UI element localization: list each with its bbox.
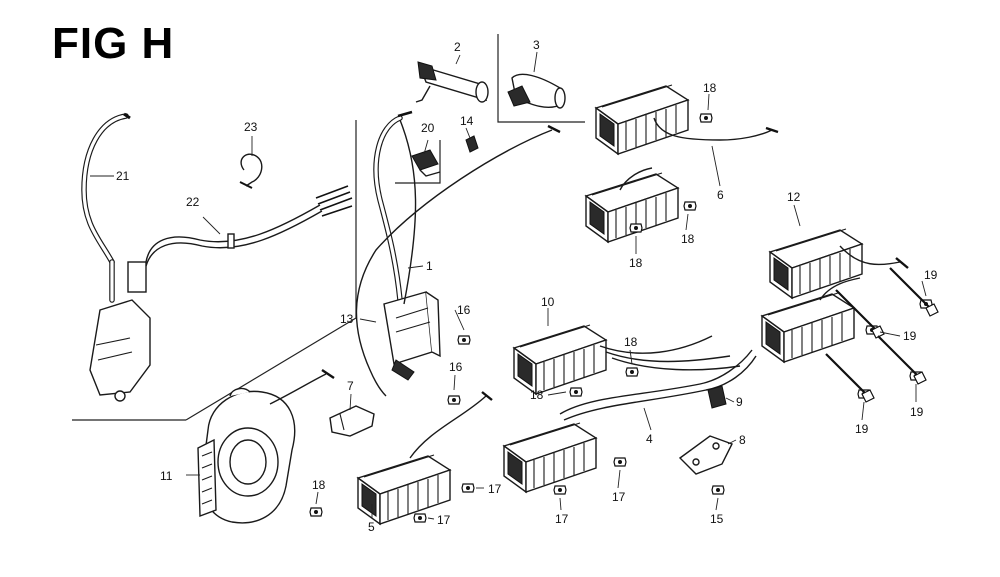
- callout-17: 17: [437, 513, 451, 527]
- cover-plate: [678, 435, 733, 475]
- wire-harness: [145, 185, 353, 267]
- callout-10: 10: [541, 295, 555, 309]
- callouts: 2 3 18 6 18 18 21 22 23 20 14 1 13 16 16…: [116, 38, 938, 534]
- exciter-coil-upper: [595, 84, 779, 155]
- callout-22: 22: [186, 195, 200, 209]
- callout-9: 9: [736, 395, 743, 409]
- callout-18: 18: [624, 335, 638, 349]
- callout-16: 16: [457, 303, 471, 317]
- charge-coil-lower: [761, 277, 861, 363]
- callout-12: 12: [787, 190, 801, 204]
- callout-17: 17: [555, 512, 569, 526]
- leader-lines: [90, 51, 927, 520]
- callout-18: 18: [629, 256, 643, 270]
- callout-18: 18: [681, 232, 695, 246]
- callout-19: 19: [855, 422, 869, 436]
- charge-coil-upper: [769, 228, 909, 299]
- callout-1: 1: [426, 259, 433, 273]
- engine-switch-harness: [81, 112, 151, 402]
- callout-4: 4: [646, 432, 653, 446]
- wire-clip: [411, 149, 441, 177]
- coil-assembly-lower: [503, 349, 757, 493]
- bracket: [329, 405, 375, 437]
- spark-plug-cap: [415, 61, 489, 103]
- callout-20: 20: [421, 121, 435, 135]
- ground-wire: [355, 124, 561, 397]
- stator-assembly: [197, 369, 335, 524]
- grommet: [707, 385, 727, 409]
- callout-2: 2: [454, 40, 461, 54]
- figure-title: FIG H: [52, 19, 175, 68]
- callout-17: 17: [488, 482, 502, 496]
- callout-18: 18: [530, 388, 544, 402]
- callout-18: 18: [312, 478, 326, 492]
- callout-5: 5: [368, 520, 375, 534]
- callout-14: 14: [460, 114, 474, 128]
- callout-8: 8: [739, 433, 746, 447]
- ignition-coil: [373, 110, 441, 381]
- lighting-coil: [513, 324, 741, 395]
- callout-6: 6: [717, 188, 724, 202]
- coil-assembly-left: [357, 391, 493, 525]
- callout-21: 21: [116, 169, 130, 183]
- callout-16: 16: [449, 360, 463, 374]
- callout-18: 18: [703, 81, 717, 95]
- callout-19: 19: [924, 268, 938, 282]
- callout-7: 7: [347, 379, 354, 393]
- wire-clamp: [239, 153, 263, 189]
- callout-13: 13: [340, 312, 354, 326]
- callout-23: 23: [244, 120, 258, 134]
- subassembly-divider: [72, 34, 585, 421]
- callout-15: 15: [710, 512, 724, 526]
- callout-19: 19: [910, 405, 924, 419]
- callout-17: 17: [612, 490, 626, 504]
- callout-19: 19: [903, 329, 917, 343]
- callout-3: 3: [533, 38, 540, 52]
- small-clip: [465, 135, 479, 153]
- exciter-coil-lower: [585, 167, 679, 243]
- spark-plug-cap-alt: [507, 73, 566, 109]
- callout-11: 11: [160, 469, 173, 483]
